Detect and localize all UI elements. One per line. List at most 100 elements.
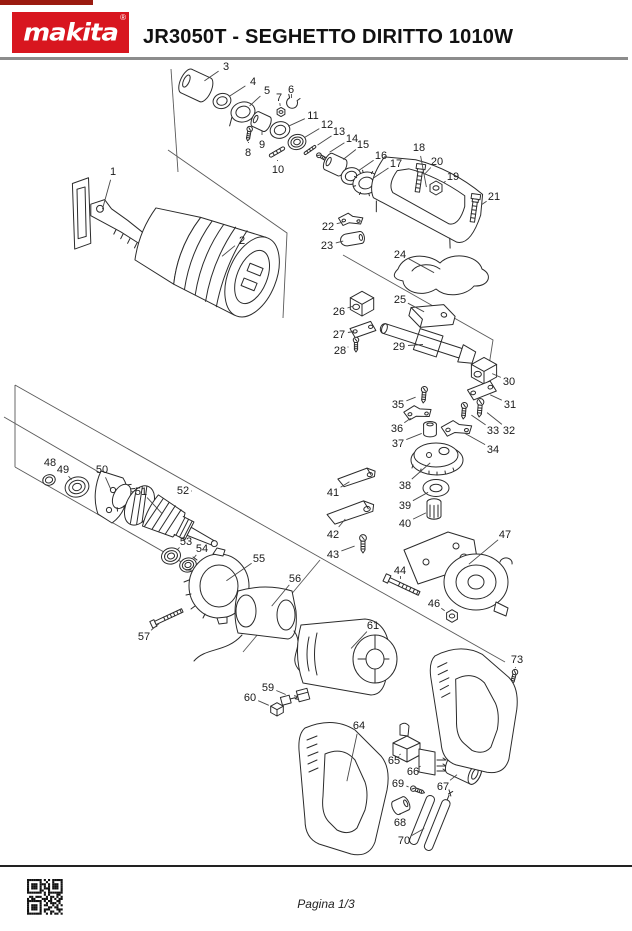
part-number-42: 42 bbox=[327, 529, 339, 541]
leader-line-55 bbox=[226, 562, 252, 582]
part-number-67: 67 bbox=[437, 781, 449, 793]
leader-line-29 bbox=[407, 344, 424, 346]
part-shape-33 bbox=[460, 402, 468, 419]
part-number-66: 66 bbox=[407, 766, 419, 778]
part-shape-42 bbox=[326, 499, 376, 526]
part-shape-51 bbox=[105, 474, 227, 564]
part-shape-61 bbox=[297, 619, 397, 695]
part-number-10: 10 bbox=[272, 164, 284, 176]
part-number-69: 69 bbox=[392, 778, 404, 790]
part-shape-38 bbox=[411, 443, 463, 475]
handle-right-half bbox=[429, 645, 522, 776]
leader-line-11 bbox=[288, 118, 305, 127]
part-number-28: 28 bbox=[334, 345, 346, 357]
leader-line-54 bbox=[193, 554, 197, 559]
leader-line-66 bbox=[419, 765, 421, 768]
leader-line-23 bbox=[335, 240, 344, 244]
part-number-34: 34 bbox=[487, 444, 499, 456]
part-number-18: 18 bbox=[413, 142, 425, 154]
page-title: JR3050T - SEGHETTO DIRITTO 1010W bbox=[143, 26, 514, 48]
header-divider bbox=[0, 57, 628, 60]
part-shape-27 bbox=[349, 321, 376, 339]
leader-line-42 bbox=[338, 518, 346, 528]
leader-line-49 bbox=[68, 475, 72, 481]
leader-line-61 bbox=[350, 631, 368, 649]
part-shape-10 bbox=[269, 146, 285, 157]
leader-line-2 bbox=[221, 245, 236, 257]
part-number-35: 35 bbox=[392, 399, 404, 411]
part-number-51: 51 bbox=[135, 486, 147, 498]
part-number-3: 3 bbox=[223, 61, 229, 73]
leader-line-4 bbox=[229, 85, 246, 97]
leader-line-27 bbox=[347, 331, 355, 333]
leader-line-16 bbox=[358, 159, 374, 172]
part-shape-49 bbox=[63, 474, 91, 500]
part-shape-4 bbox=[211, 91, 232, 110]
part-shape-8 bbox=[245, 126, 253, 141]
leader-line-70 bbox=[411, 828, 425, 836]
part-number-50: 50 bbox=[96, 464, 108, 476]
part-number-41: 41 bbox=[327, 487, 339, 499]
part-shape-30 bbox=[471, 357, 496, 384]
part-number-17: 17 bbox=[390, 158, 402, 170]
leader-line-12 bbox=[304, 128, 320, 138]
leader-line-41 bbox=[340, 481, 350, 488]
leader-line-43 bbox=[341, 545, 355, 552]
part-number-2: 2 bbox=[239, 235, 245, 247]
part-number-15: 15 bbox=[357, 139, 369, 151]
part-shape-5 bbox=[224, 99, 257, 126]
part-number-27: 27 bbox=[333, 329, 345, 341]
leader-line-30 bbox=[492, 373, 501, 378]
part-shape-6 bbox=[285, 94, 300, 110]
part-number-40: 40 bbox=[399, 518, 411, 530]
part-shape-65 bbox=[393, 723, 420, 762]
part-number-7: 7 bbox=[276, 92, 282, 104]
leader-line-36 bbox=[404, 417, 411, 424]
leader-line-14 bbox=[329, 142, 345, 153]
part-number-70: 70 bbox=[398, 835, 410, 847]
part-shape-59 bbox=[280, 688, 310, 706]
leader-line-35 bbox=[406, 396, 416, 402]
section-line bbox=[167, 149, 288, 319]
leader-line-69 bbox=[406, 785, 409, 788]
part-number-33: 33 bbox=[487, 425, 499, 437]
part-number-6: 6 bbox=[288, 84, 294, 96]
part-shape-40 bbox=[427, 499, 441, 519]
part-shape-44 bbox=[383, 574, 421, 597]
leader-line-40 bbox=[412, 512, 427, 520]
part-number-56: 56 bbox=[289, 573, 301, 585]
leader-line-3 bbox=[204, 70, 219, 82]
part-shape-11 bbox=[268, 119, 291, 140]
part-number-59: 59 bbox=[262, 682, 274, 694]
part-number-48: 48 bbox=[44, 457, 56, 469]
part-number-12: 12 bbox=[321, 119, 333, 131]
part-number-39: 39 bbox=[399, 500, 411, 512]
part-shape-43 bbox=[360, 535, 367, 553]
leader-line-20 bbox=[424, 167, 432, 174]
leader-line-38 bbox=[411, 462, 431, 480]
leader-line-25 bbox=[407, 302, 425, 313]
part-shape-64 bbox=[299, 722, 388, 854]
part-shape-22 bbox=[338, 211, 364, 228]
leader-line-34 bbox=[464, 433, 486, 445]
part-shape-28 bbox=[353, 337, 358, 352]
part-number-73: 73 bbox=[511, 654, 523, 666]
leader-line-32 bbox=[486, 412, 503, 425]
leader-line-39 bbox=[412, 491, 429, 502]
part-number-52: 52 bbox=[177, 485, 189, 497]
registered-trademark-symbol: ® bbox=[120, 13, 126, 22]
leader-line-26 bbox=[347, 305, 354, 309]
part-shape-7 bbox=[277, 107, 285, 116]
part-shape-19 bbox=[430, 181, 442, 195]
part-shape-55 bbox=[184, 548, 249, 624]
part-shape-37 bbox=[424, 422, 437, 437]
part-number-49: 49 bbox=[57, 464, 69, 476]
part-shape-32 bbox=[476, 398, 484, 417]
part-shape-41 bbox=[337, 466, 377, 487]
leader-line-33 bbox=[471, 414, 486, 426]
leader-line-31 bbox=[490, 394, 502, 401]
leader-line-37 bbox=[406, 432, 422, 441]
leader-line-50 bbox=[105, 477, 111, 489]
